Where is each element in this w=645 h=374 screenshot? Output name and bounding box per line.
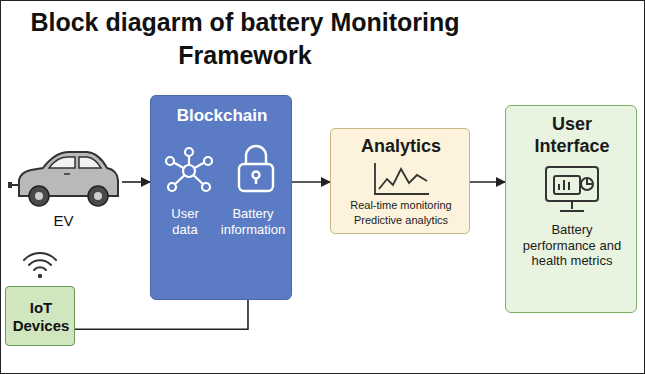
vehicle-node: EV: [5, 138, 122, 238]
flow-arrow: [75, 300, 248, 329]
node-body: Battery information: [215, 206, 291, 237]
node-heading: IoT Devices: [10, 299, 72, 335]
flow-arrow: [122, 181, 150, 183]
node-heading: Analytics: [331, 136, 471, 158]
wifi-symbol: [24, 253, 56, 278]
node-heading: Blockchain: [151, 106, 293, 126]
process-box: User InterfaceBattery performance and he…: [505, 105, 637, 313]
flow-arrow: [470, 181, 505, 183]
node-body: Battery performance and health metrics: [517, 222, 627, 269]
flow-arrow: [292, 181, 330, 183]
network-icon: [161, 146, 217, 196]
node-body: Real-time monitoring: [333, 199, 469, 212]
process-box: BlockchainUser dataBattery information: [150, 95, 292, 300]
node-heading: User Interface: [522, 114, 622, 157]
monitor-icon: [542, 164, 602, 216]
lock-icon: [234, 142, 278, 194]
car-illustration: [6, 138, 121, 210]
node-body: Predictive analytics: [333, 214, 469, 227]
chart-icon: [371, 161, 431, 197]
diagram-title: Block diagarm of battery Monitoring Fram…: [10, 6, 480, 72]
process-box: AnalyticsReal-time monitoringPredictive …: [330, 128, 470, 234]
process-box: IoT Devices: [5, 286, 75, 346]
node-body: User data: [161, 206, 209, 237]
node-heading: EV: [5, 212, 122, 230]
